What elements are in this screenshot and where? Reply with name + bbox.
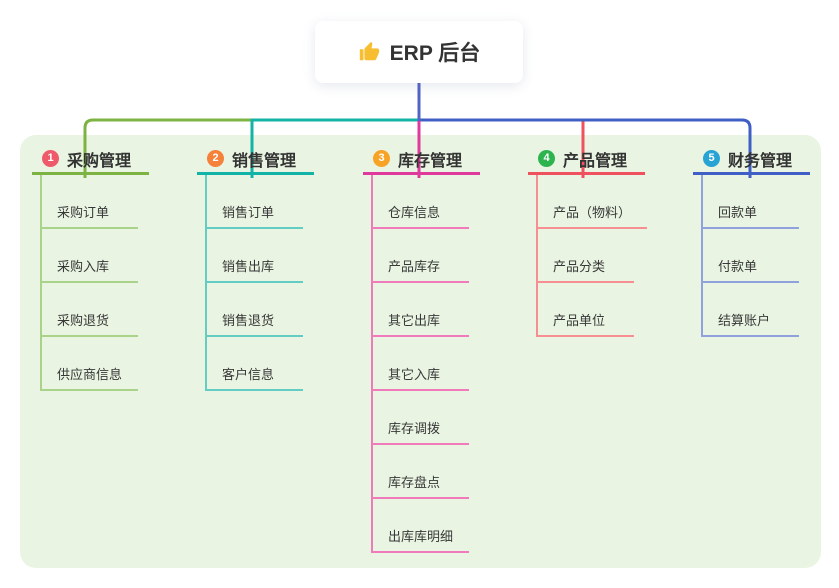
node-payment-bill[interactable]: 付款单 bbox=[701, 256, 799, 283]
branch-child-line bbox=[536, 175, 538, 337]
node-stock-transfer[interactable]: 库存调拨 bbox=[371, 418, 469, 445]
branch-child-line bbox=[40, 175, 42, 391]
branch-child-line bbox=[371, 175, 373, 553]
branch-finance: 5 财务管理 回款单 付款单 结算账户 bbox=[693, 145, 839, 337]
node-receipt-bill[interactable]: 回款单 bbox=[701, 202, 799, 229]
root-title: ERP 后台 bbox=[389, 42, 481, 65]
branch-child-line bbox=[205, 175, 207, 391]
branch-child-line bbox=[701, 175, 703, 337]
node-sales-order[interactable]: 销售订单 bbox=[205, 202, 303, 229]
branch-label: 产品管理 bbox=[563, 152, 628, 170]
node-product-category[interactable]: 产品分类 bbox=[536, 256, 634, 283]
branch-label: 销售管理 bbox=[232, 152, 297, 170]
node-product-stock[interactable]: 产品库存 bbox=[371, 256, 469, 283]
node-purchase-inbound[interactable]: 采购入库 bbox=[40, 256, 138, 283]
node-purchase-return[interactable]: 采购退货 bbox=[40, 310, 138, 337]
node-outbound-detail[interactable]: 出库库明细 bbox=[371, 526, 470, 553]
branch-product-title[interactable]: 4 产品管理 bbox=[528, 145, 645, 175]
branch-inventory: 3 库存管理 仓库信息 产品库存 其它出库 其它入库 库存调拨 库存盘点 出库库… bbox=[363, 145, 533, 553]
branch-product: 4 产品管理 产品（物料） 产品分类 产品单位 bbox=[528, 145, 698, 337]
node-supplier-info[interactable]: 供应商信息 bbox=[40, 364, 139, 391]
branch-number-badge: 1 bbox=[42, 150, 59, 167]
node-stock-count[interactable]: 库存盘点 bbox=[371, 472, 469, 499]
branch-finance-title[interactable]: 5 财务管理 bbox=[693, 145, 810, 175]
node-customer-info[interactable]: 客户信息 bbox=[205, 364, 303, 391]
node-sales-outbound[interactable]: 销售出库 bbox=[205, 256, 303, 283]
node-purchase-order[interactable]: 采购订单 bbox=[40, 202, 138, 229]
node-other-outbound[interactable]: 其它出库 bbox=[371, 310, 469, 337]
node-sales-return[interactable]: 销售退货 bbox=[205, 310, 303, 337]
branches-panel bbox=[20, 135, 821, 568]
node-warehouse-info[interactable]: 仓库信息 bbox=[371, 202, 469, 229]
branch-sales-title[interactable]: 2 销售管理 bbox=[197, 145, 314, 175]
node-other-inbound[interactable]: 其它入库 bbox=[371, 364, 469, 391]
branch-number-badge: 2 bbox=[207, 150, 224, 167]
branch-inventory-title[interactable]: 3 库存管理 bbox=[363, 145, 480, 175]
branch-label: 采购管理 bbox=[67, 152, 132, 170]
root-node[interactable]: ERP 后台 bbox=[315, 21, 523, 83]
node-product-material[interactable]: 产品（物料） bbox=[536, 202, 648, 229]
node-product-unit[interactable]: 产品单位 bbox=[536, 310, 634, 337]
branch-purchase: 1 采购管理 采购订单 采购入库 采购退货 供应商信息 bbox=[32, 145, 202, 391]
branch-label: 财务管理 bbox=[728, 152, 793, 170]
branch-number-badge: 4 bbox=[538, 150, 555, 167]
branch-purchase-title[interactable]: 1 采购管理 bbox=[32, 145, 149, 175]
node-settlement-account[interactable]: 结算账户 bbox=[701, 310, 799, 337]
branch-sales: 2 销售管理 销售订单 销售出库 销售退货 客户信息 bbox=[197, 145, 367, 391]
branch-number-badge: 5 bbox=[703, 150, 720, 167]
branch-number-badge: 3 bbox=[373, 150, 390, 167]
thumbs-up-icon bbox=[359, 41, 379, 61]
branch-label: 库存管理 bbox=[398, 152, 463, 170]
